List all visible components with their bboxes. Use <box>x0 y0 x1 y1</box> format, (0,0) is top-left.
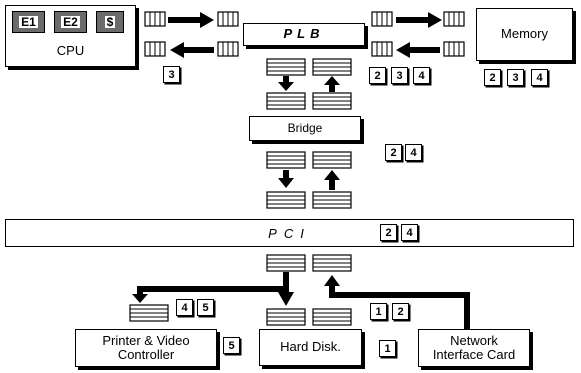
hard-disk-block: Hard Disk. <box>259 329 362 366</box>
network-interface-card-block: Network Interface Card <box>418 329 530 367</box>
printer-label-line1: Printer & Video <box>102 332 190 348</box>
cache-chip: $ <box>96 11 124 33</box>
bridge-pci-down-queue-bottom <box>266 191 306 209</box>
cpu-to-plb-arrow <box>168 12 214 28</box>
network-buffer-queue <box>312 308 352 326</box>
e2-label: E2 <box>61 15 80 29</box>
pci-marker-2: 4 <box>401 224 418 241</box>
cpu-out-queue <box>144 11 166 27</box>
plb-out-queue-right <box>371 11 393 27</box>
printer-label-line2: Controller <box>117 347 175 362</box>
bridge-pci-down-queue-top <box>266 151 306 169</box>
memory-side-marker-1: 2 <box>369 67 386 84</box>
bridge-to-pci-arrow <box>278 170 294 188</box>
bridge-to-plb-arrow <box>324 76 340 92</box>
plb-to-bridge-arrow <box>278 76 294 91</box>
hard-disk-marker-1: 1 <box>379 340 396 357</box>
pci-bus: PCI <box>5 219 574 247</box>
hard-disk-label: Hard Disk. <box>280 339 341 355</box>
memory-to-plb-arrow <box>396 42 440 58</box>
e2-chip: E2 <box>54 11 87 33</box>
bridge-marker-1: 2 <box>385 144 402 161</box>
cpu-label: CPU <box>56 42 85 58</box>
plb-bridge-down-queue-bottom <box>266 92 306 110</box>
plb-label: PLB <box>283 26 325 42</box>
network-label-line1: Network <box>450 332 498 348</box>
plb-bridge-up-queue-top <box>312 58 352 76</box>
pci-to-bridge-arrow <box>324 170 340 190</box>
plb-out-queue-left <box>217 41 239 57</box>
bridge-marker-2: 4 <box>405 144 422 161</box>
memory-marker-2: 3 <box>507 69 524 86</box>
e1-chip: E1 <box>12 11 45 33</box>
pci-label: PCI <box>268 225 311 241</box>
bridge-pci-up-queue-top <box>312 151 352 169</box>
hard-disk-buffer-queue <box>266 308 306 326</box>
cpu-marker-1: 3 <box>163 66 180 83</box>
plb-bridge-up-queue-bottom <box>312 92 352 110</box>
printer-marker-1: 5 <box>223 337 240 354</box>
e1-label: E1 <box>19 15 38 29</box>
plb-in-queue-left <box>217 11 239 27</box>
printer-buffer-marker-1: 4 <box>176 299 193 316</box>
pci-up-queue <box>312 254 352 272</box>
printer-buffer-marker-2: 5 <box>197 299 214 316</box>
plb-to-cpu-arrow <box>170 42 214 58</box>
memory-marker-3: 4 <box>531 69 548 86</box>
network-label-line2: Interface Card <box>432 347 516 362</box>
plb-in-queue-right <box>371 41 393 57</box>
pci-to-printer-arrow <box>132 272 289 303</box>
pci-to-hard-disk-arrow <box>278 292 294 306</box>
memory-side-marker-2: 3 <box>391 67 408 84</box>
memory-in-queue <box>443 11 465 27</box>
pci-marker-1: 2 <box>380 224 397 241</box>
bridge-block: Bridge <box>249 116 361 141</box>
printer-video-controller-block: Printer & Video Controller <box>75 329 217 367</box>
plb-to-memory-arrow <box>396 12 442 28</box>
plb-bus: PLB <box>243 23 365 46</box>
pci-down-queue <box>266 254 306 272</box>
memory-side-marker-3: 4 <box>413 67 430 84</box>
cache-label: $ <box>104 15 116 29</box>
bridge-pci-up-queue-bottom <box>312 191 352 209</box>
cpu-in-queue <box>144 41 166 57</box>
network-to-pci-arrow <box>324 275 470 330</box>
network-buffer-marker-1: 1 <box>370 303 387 320</box>
memory-marker-1: 2 <box>484 69 501 86</box>
memory-block: Memory <box>476 8 573 61</box>
network-buffer-marker-2: 2 <box>392 303 409 320</box>
bridge-label: Bridge <box>287 120 323 135</box>
memory-label: Memory <box>501 26 548 42</box>
plb-bridge-down-queue-top <box>266 58 306 76</box>
memory-out-queue <box>443 41 465 57</box>
printer-buffer-queue <box>129 304 169 322</box>
